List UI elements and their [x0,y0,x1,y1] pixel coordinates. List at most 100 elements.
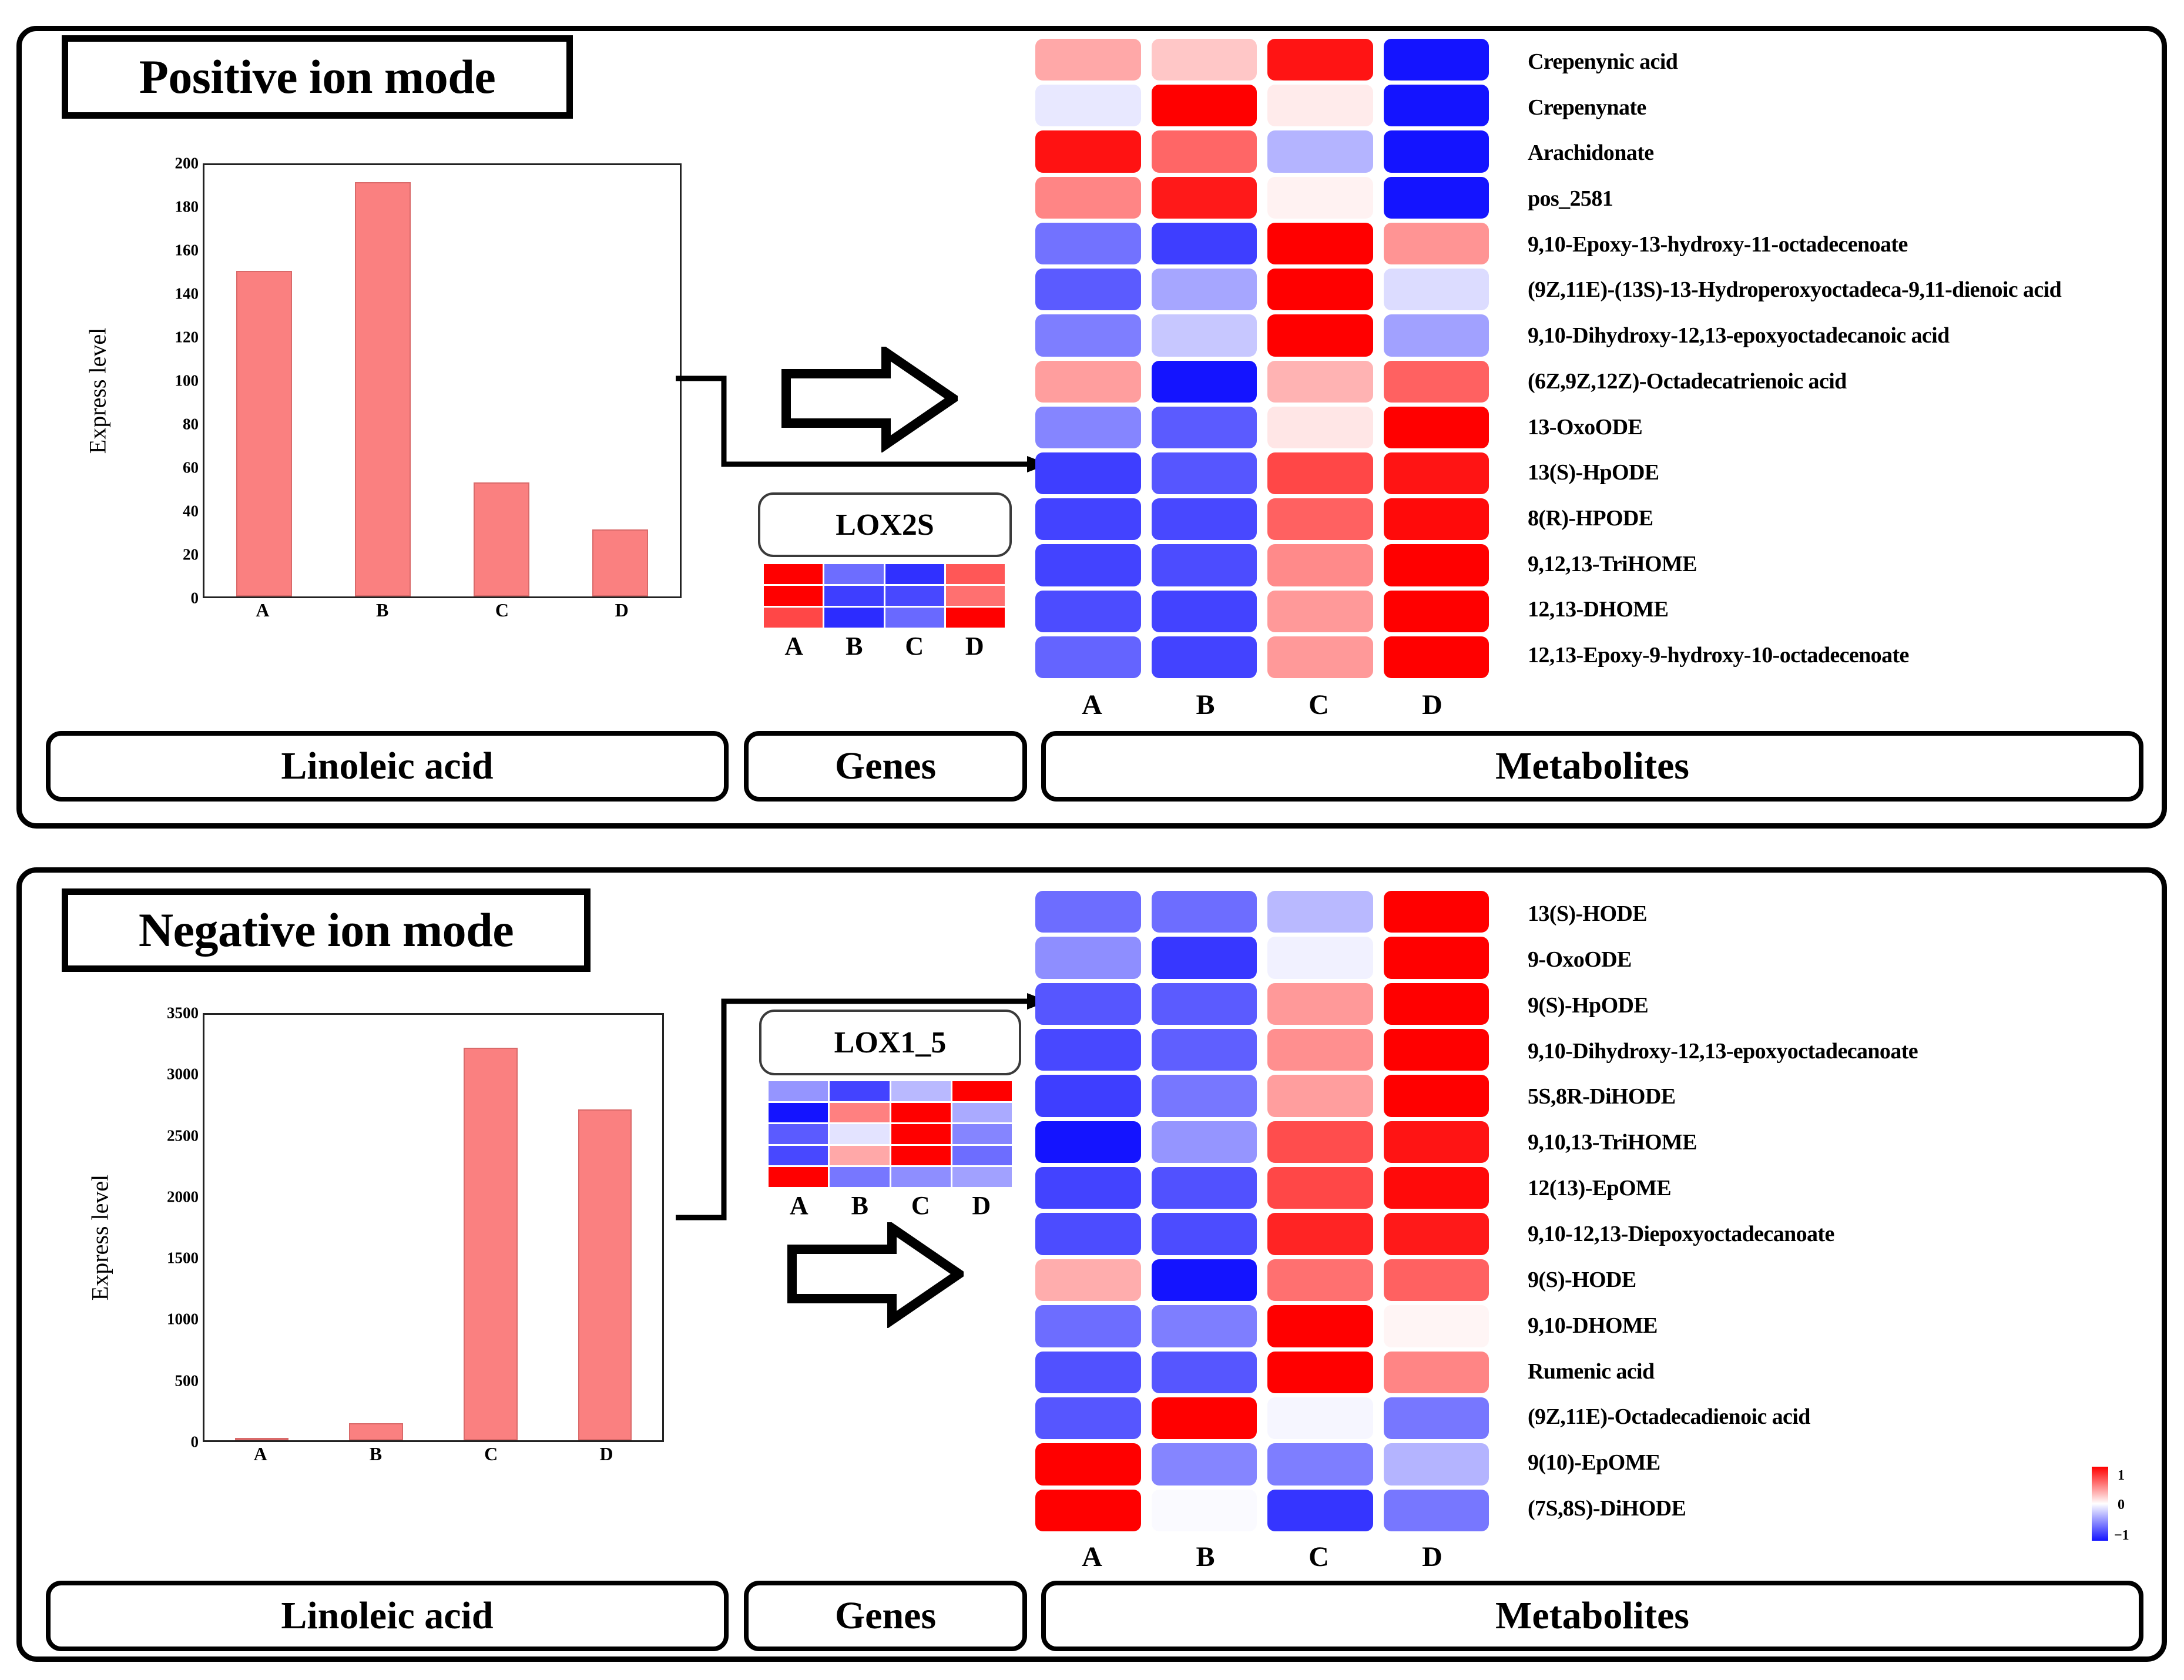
x-axis-tick-D: D [599,1443,613,1464]
y-axis-tick: 40 [183,502,199,520]
negative-category-metabolites-label: Metabolites [1495,1594,1689,1637]
metabolite-heatmap-cell-r8-c2 [1267,1259,1373,1302]
metabolite-label: 5S,8R-DiHODE [1528,1084,1676,1109]
gene-heatmap-cell-r1-c1 [824,586,884,606]
metabolite-heatmap-cell-r10-c2 [1267,1351,1373,1393]
metabolite-heatmap-cell-r5-c3 [1383,269,1489,311]
metabolite-heatmap-cell-r7-c1 [1151,1213,1257,1255]
metabolite-heatmap-cell-r0-c2 [1267,39,1373,81]
gene-heatmap-cell-r2-c3 [945,608,1005,628]
x-axis-tick-A: A [256,599,270,621]
gene-heatmap-cell-r0-c1 [824,564,884,584]
gene-heatmap-cell-r0-c3 [945,564,1005,584]
metabolite-heatmap-col-B: B [1196,1541,1215,1572]
metabolite-heatmap-cell-r2-c1 [1151,982,1257,1025]
metabolite-label: 9,12,13-TriHOME [1528,551,1697,576]
metabolite-heatmap-cell-r13-c1 [1151,636,1257,678]
metabolite-heatmap-cell-r3-c0 [1035,176,1141,219]
metabolite-heatmap-cell-r10-c3 [1383,498,1489,541]
gene-heatmap-cell-r2-c0 [769,1124,828,1144]
metabolite-heatmap-col-D: D [1422,689,1442,720]
metabolite-heatmap-cell-r13-c0 [1035,1489,1141,1531]
colorbar-gradient [2092,1467,2108,1541]
metabolite-heatmap-cell-r11-c0 [1035,544,1141,586]
gene-heatmap-cell-r4-c2 [891,1167,951,1187]
gene-heatmap-cell-r2-c1 [824,608,884,628]
negative-mode-title: Negative ion mode [138,903,514,957]
metabolite-heatmap-cell-r12-c3 [1383,1443,1489,1485]
negative-metabolite-heatmap [1035,891,1489,1531]
metabolite-heatmap-cell-r4-c2 [1267,1075,1373,1117]
metabolite-heatmap-cell-r5-c0 [1035,269,1141,311]
positive-metabolite-heatmap [1035,39,1489,678]
metabolite-heatmap-cell-r1-c3 [1383,85,1489,127]
metabolite-heatmap-cell-r11-c3 [1383,544,1489,586]
positive-chart-plot-area [203,163,682,598]
gene-heatmap-col-C: C [905,632,924,660]
metabolite-heatmap-cell-r11-c1 [1151,1397,1257,1440]
bar-slot [434,1015,548,1440]
metabolite-heatmap-cell-r0-c0 [1035,891,1141,933]
negative-chart-ylabel: Express level [86,1174,113,1301]
gene-heatmap-col-B: B [851,1191,868,1220]
metabolite-heatmap-cell-r1-c3 [1383,937,1489,979]
metabolite-heatmap-cell-r4-c3 [1383,222,1489,265]
metabolite-heatmap-cell-r10-c2 [1267,498,1373,541]
metabolite-heatmap-cell-r8-c3 [1383,1259,1489,1302]
positive-category-linoleic-acid: Linoleic acid [46,731,729,802]
metabolite-heatmap-cell-r3-c2 [1267,176,1373,219]
metabolite-label: 9,10-Epoxy-13-hydroxy-11-octadecenoate [1528,232,1908,257]
metabolite-heatmap-cell-r6-c1 [1151,1167,1257,1209]
negative-chart-plot-area [203,1013,664,1442]
positive-category-genes: Genes [744,731,1027,802]
metabolite-heatmap-col-D: D [1422,1541,1442,1572]
negative-chart-bars [204,1015,662,1440]
metabolite-heatmap-cell-r12-c2 [1267,1443,1373,1485]
metabolite-heatmap-cell-r5-c3 [1383,1121,1489,1163]
gene-heatmap-cell-r3-c3 [952,1145,1012,1166]
metabolite-label: 9(10)-EpOME [1528,1450,1660,1476]
y-axis-tick: 0 [190,1433,199,1451]
metabolite-heatmap-cell-r4-c0 [1035,1075,1141,1117]
colorbar-legend: 1 0 −1 [2048,1462,2166,1544]
metabolite-heatmap-cell-r2-c0 [1035,982,1141,1025]
metabolite-label: (6Z,9Z,12Z)-Octadecatrienoic acid [1528,368,1847,394]
metabolite-heatmap-cell-r10-c0 [1035,1351,1141,1393]
metabolite-heatmap-cell-r3-c1 [1151,1029,1257,1071]
metabolite-label: 9(S)-HpODE [1528,992,1649,1018]
x-axis-tick-D: D [615,599,629,621]
metabolite-heatmap-cell-r9-c3 [1383,1305,1489,1347]
bar-slot [323,165,442,596]
gene-heatmap-cell-r2-c2 [891,1124,951,1144]
metabolite-heatmap-cell-r9-c0 [1035,1305,1141,1347]
metabolite-heatmap-cell-r4-c1 [1151,1075,1257,1117]
metabolite-heatmap-cell-r2-c3 [1383,130,1489,173]
metabolite-heatmap-cell-r0-c1 [1151,39,1257,81]
positive-chart-bars [204,165,680,596]
y-axis-tick: 500 [175,1372,199,1390]
metabolite-heatmap-cell-r2-c2 [1267,982,1373,1025]
bar-slot [319,1015,434,1440]
metabolite-heatmap-cell-r3-c0 [1035,1029,1141,1071]
metabolite-heatmap-cell-r12-c1 [1151,1443,1257,1485]
metabolite-heatmap-cell-r0-c3 [1383,39,1489,81]
negative-category-linoleic-acid-label: Linoleic acid [281,1594,494,1637]
gene-heatmap-cell-r0-c2 [891,1081,951,1101]
metabolite-label: 8(R)-HPODE [1528,506,1653,531]
gene-heatmap-cell-r1-c2 [891,1102,951,1123]
negative-category-linoleic-acid: Linoleic acid [46,1581,729,1651]
y-axis-tick: 0 [190,589,199,607]
negative-category-genes-label: Genes [834,1594,937,1637]
bar-slot [204,1015,319,1440]
metabolite-heatmap-cell-r1-c1 [1151,85,1257,127]
